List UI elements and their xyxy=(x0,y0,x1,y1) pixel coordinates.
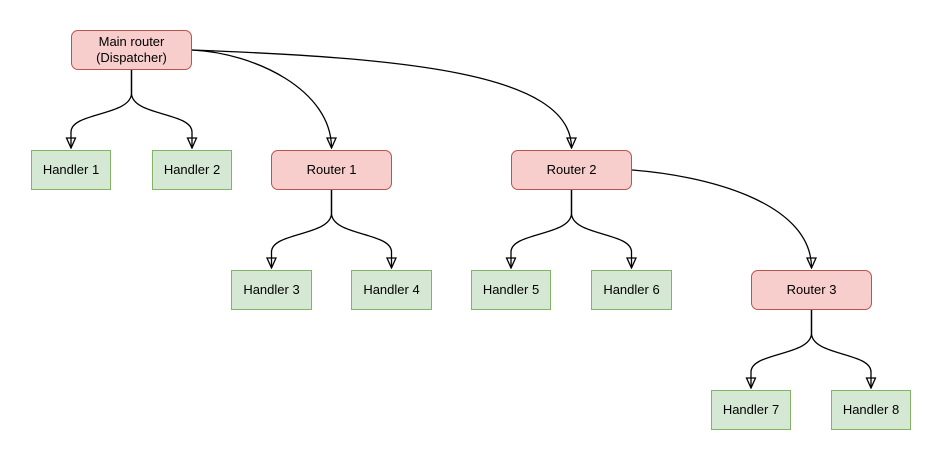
node-label: Router 2 xyxy=(546,162,597,177)
node-label: Main router (Dispatcher) xyxy=(96,34,167,65)
node-handler-6: Handler 6 xyxy=(591,270,672,310)
node-label: Handler 3 xyxy=(243,282,300,297)
node-handler-1: Handler 1 xyxy=(31,150,111,190)
edge-router-2-to-handler-5 xyxy=(511,190,573,268)
node-router-2: Router 2 xyxy=(511,150,632,190)
node-label: Handler 5 xyxy=(482,282,540,297)
edge-router-1-to-handler-4 xyxy=(330,190,392,268)
edge-main-router-to-handler-2 xyxy=(130,70,193,148)
edge-main-router-to-router-2 xyxy=(191,49,572,148)
node-router-3: Router 3 xyxy=(751,270,872,310)
node-handler-2: Handler 2 xyxy=(152,150,232,190)
node-main-router: Main router (Dispatcher) xyxy=(71,30,192,70)
node-handler-3: Handler 3 xyxy=(231,270,312,310)
edge-router-1-to-handler-3 xyxy=(272,190,333,268)
node-label: Handler 8 xyxy=(842,402,900,417)
node-label: Handler 2 xyxy=(163,162,221,177)
edge-router-3-to-handler-8 xyxy=(810,310,872,388)
node-label: Router 1 xyxy=(306,162,357,177)
node-label: Router 3 xyxy=(786,282,837,297)
edge-main-router-to-handler-1 xyxy=(71,70,133,148)
node-handler-5: Handler 5 xyxy=(471,270,551,310)
node-router-1: Router 1 xyxy=(271,150,392,190)
node-label: Handler 1 xyxy=(42,162,100,177)
node-label: Handler 6 xyxy=(603,282,660,297)
node-handler-7: Handler 7 xyxy=(711,390,791,430)
node-label: Handler 7 xyxy=(722,402,780,417)
node-handler-8: Handler 8 xyxy=(831,390,911,430)
node-handler-4: Handler 4 xyxy=(351,270,432,310)
edge-main-router-to-router-1 xyxy=(191,49,332,148)
edge-router-2-to-handler-6 xyxy=(570,190,632,268)
node-label: Handler 4 xyxy=(363,282,420,297)
edge-router-3-to-handler-7 xyxy=(751,310,813,388)
edge-router-2-to-router-3 xyxy=(631,169,812,268)
